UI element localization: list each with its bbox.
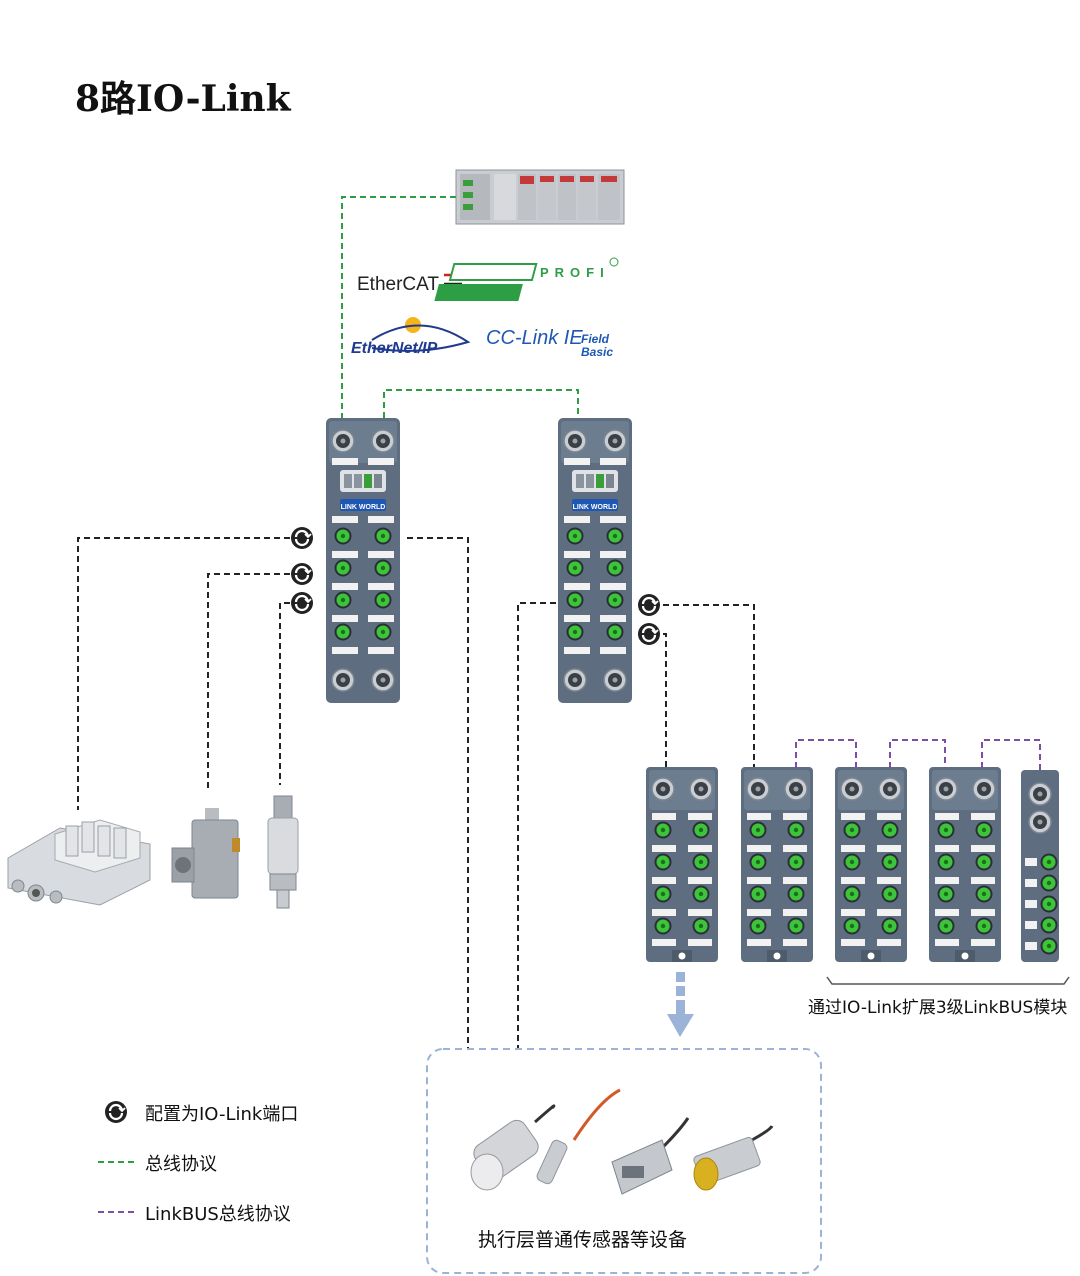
legend-bus-label: 总线协议 <box>145 1154 217 1175</box>
linkbus-module-4 <box>929 767 1001 962</box>
cylindrical-sensor <box>470 1104 556 1191</box>
linkbus-label: 通过IO-Link扩展3级LinkBUS模块 <box>808 998 1068 1018</box>
svg-text:LINK WORLD: LINK WORLD <box>341 504 386 511</box>
linkbus-lines <box>795 739 1041 770</box>
legend-linkbus-label: LinkBUS总线协议 <box>145 1204 291 1225</box>
svg-text:CC-Link IE: CC-Link IE <box>486 327 583 349</box>
cclink-logo: CC-Link IE Field Basic <box>486 327 613 359</box>
svg-text:Basic: Basic <box>581 345 613 359</box>
profinet-logo: PROFI NET <box>434 257 619 301</box>
ethernetip-logo: EtherNet/IP <box>351 317 471 357</box>
svg-text:NET: NET <box>538 286 588 301</box>
linkbus-module-3 <box>835 767 907 962</box>
iolink-port-icon <box>289 590 315 616</box>
svg-text:LINK WORLD: LINK WORLD <box>573 504 618 511</box>
threaded-sensor <box>693 1125 774 1191</box>
svg-text:PROFI: PROFI <box>540 265 610 280</box>
page-title: 8路IO-Link <box>75 78 291 120</box>
pressure-sensor-device <box>267 795 299 909</box>
iolink-master-module-1: LINK WORLD <box>326 418 400 703</box>
svg-text:EtherCAT: EtherCAT <box>357 274 439 295</box>
svg-text:EtherNet/IP: EtherNet/IP <box>351 340 438 357</box>
linkbus-module-2 <box>741 767 813 962</box>
protocol-logos: EtherCAT PROFI NET EtherNet/IP CC-Link I… <box>351 257 619 359</box>
iolink-master-module-2: LINK WORLD <box>558 418 632 703</box>
iolink-port-icon <box>289 525 315 551</box>
iolink-port-icon <box>636 621 662 647</box>
plc-controller <box>455 169 625 225</box>
valve-terminal-device <box>7 819 151 906</box>
linkbus-module-1 <box>646 767 718 962</box>
pen-sensor <box>536 1088 621 1185</box>
down-arrow-icon <box>667 972 694 1037</box>
bus-lines <box>341 196 579 418</box>
svg-text:Field: Field <box>581 332 610 346</box>
legend-iolink-label: 配置为IO-Link端口 <box>145 1104 299 1125</box>
linkbus-bracket <box>826 976 1070 985</box>
block-sensor <box>611 1117 690 1195</box>
iolink-port-icon <box>636 592 662 618</box>
legend-iolink-icon <box>103 1099 129 1125</box>
io-connections <box>77 537 755 1048</box>
linkbus-module-5 <box>1021 770 1059 962</box>
flow-sensor-device <box>171 808 240 899</box>
devices-box <box>426 1048 822 1274</box>
devices-label: 执行层普通传感器等设备 <box>478 1229 688 1251</box>
iolink-port-icon <box>289 561 315 587</box>
